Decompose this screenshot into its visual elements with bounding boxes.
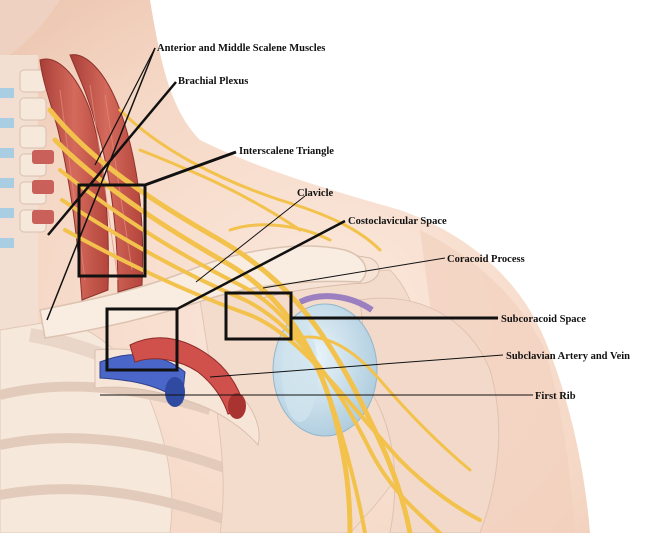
subclavian-vessels xyxy=(99,337,246,419)
label-brachial-plexus: Brachial Plexus xyxy=(178,76,248,87)
label-coracoid-process: Coracoid Process xyxy=(447,254,525,265)
label-costoclavicular-space: Costoclavicular Space xyxy=(348,216,447,227)
costoclavicular-space-box xyxy=(105,307,179,372)
label-scalene-muscles: Anterior and Middle Scalene Muscles xyxy=(157,43,325,54)
interscalene-triangle-box xyxy=(77,183,147,278)
label-subcoracoid-space: Subcoracoid Space xyxy=(501,314,586,325)
labels: Anterior and Middle Scalene Muscles Brac… xyxy=(157,43,630,402)
label-first-rib: First Rib xyxy=(535,391,576,402)
label-clavicle: Clavicle xyxy=(297,188,333,199)
subcoracoid-space-box xyxy=(224,291,293,341)
cervical-spine xyxy=(0,55,54,330)
leader-lines xyxy=(46,47,533,396)
label-interscalene-triangle: Interscalene Triangle xyxy=(239,146,334,157)
label-subclavian-artery-vein: Subclavian Artery and Vein xyxy=(506,351,630,362)
highlight-boxes xyxy=(77,183,293,372)
